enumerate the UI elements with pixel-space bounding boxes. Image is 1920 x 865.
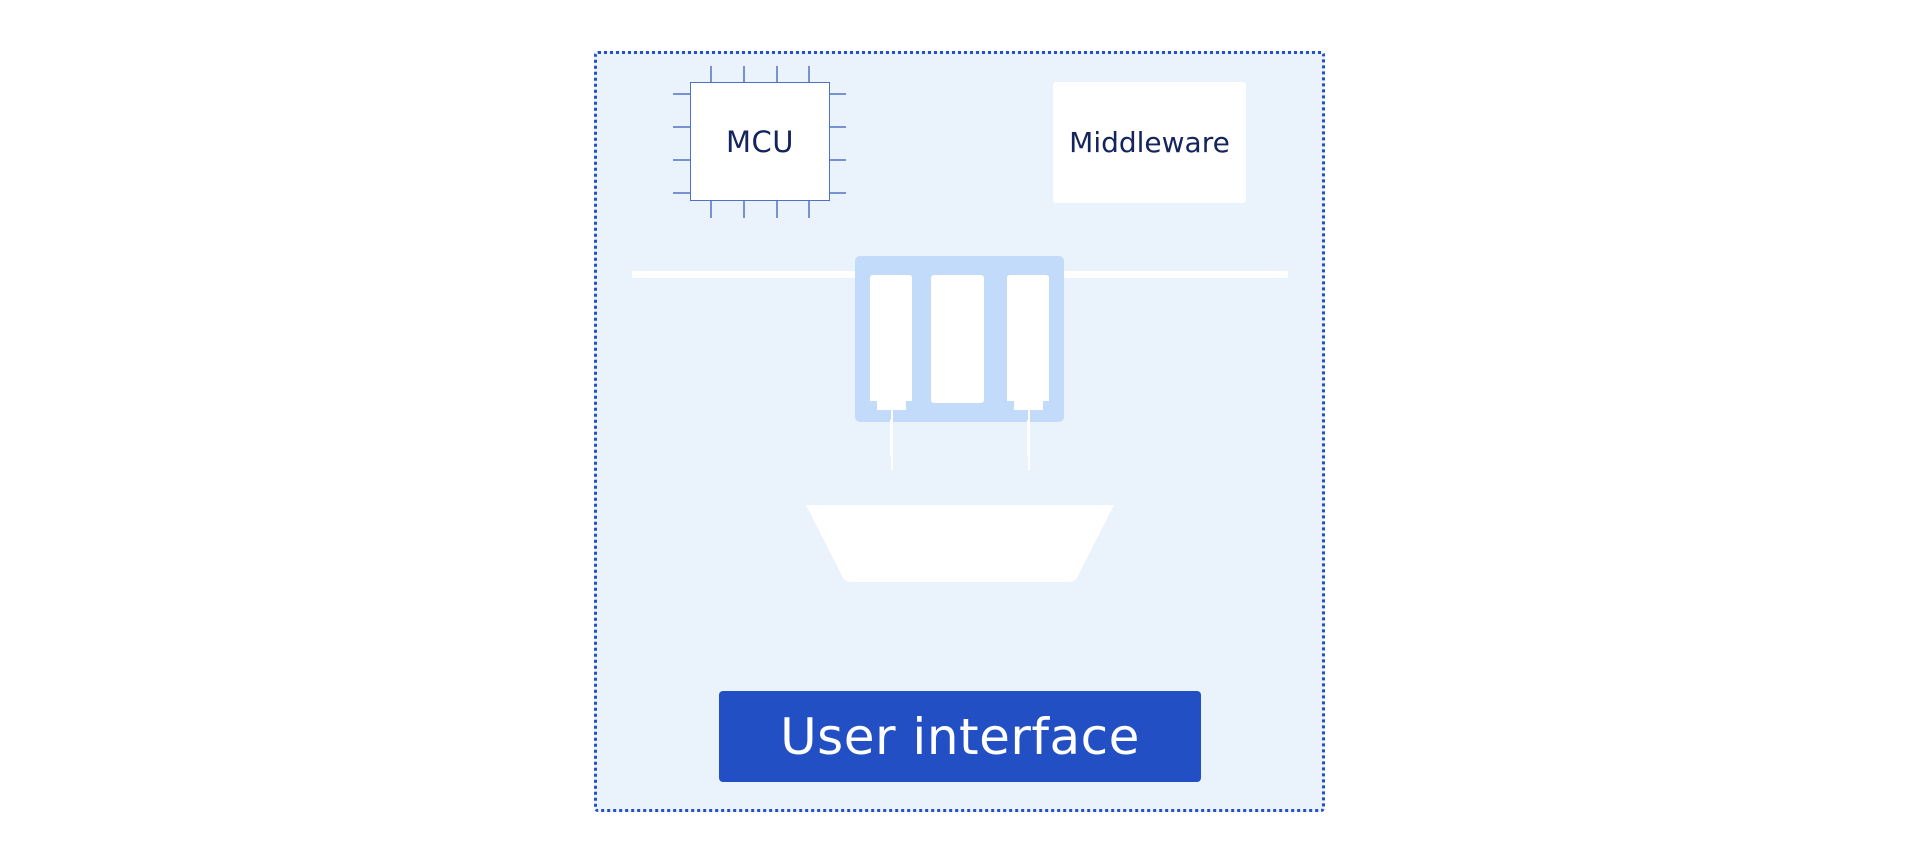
user-interface-label: User interface — [780, 707, 1140, 766]
mcu-label: MCU — [726, 124, 794, 159]
module-slot-middle — [931, 275, 984, 403]
user-interface-block: User interface — [719, 691, 1201, 782]
lead-left — [890, 420, 893, 456]
middleware-block: Middleware — [1053, 82, 1246, 203]
mcu-block: MCU — [690, 82, 830, 201]
module-slot-right — [1007, 275, 1049, 470]
tray-trapezoid — [806, 505, 1114, 582]
module-slot-left — [870, 275, 912, 470]
lead-right — [1027, 420, 1030, 456]
middleware-label: Middleware — [1069, 126, 1230, 159]
